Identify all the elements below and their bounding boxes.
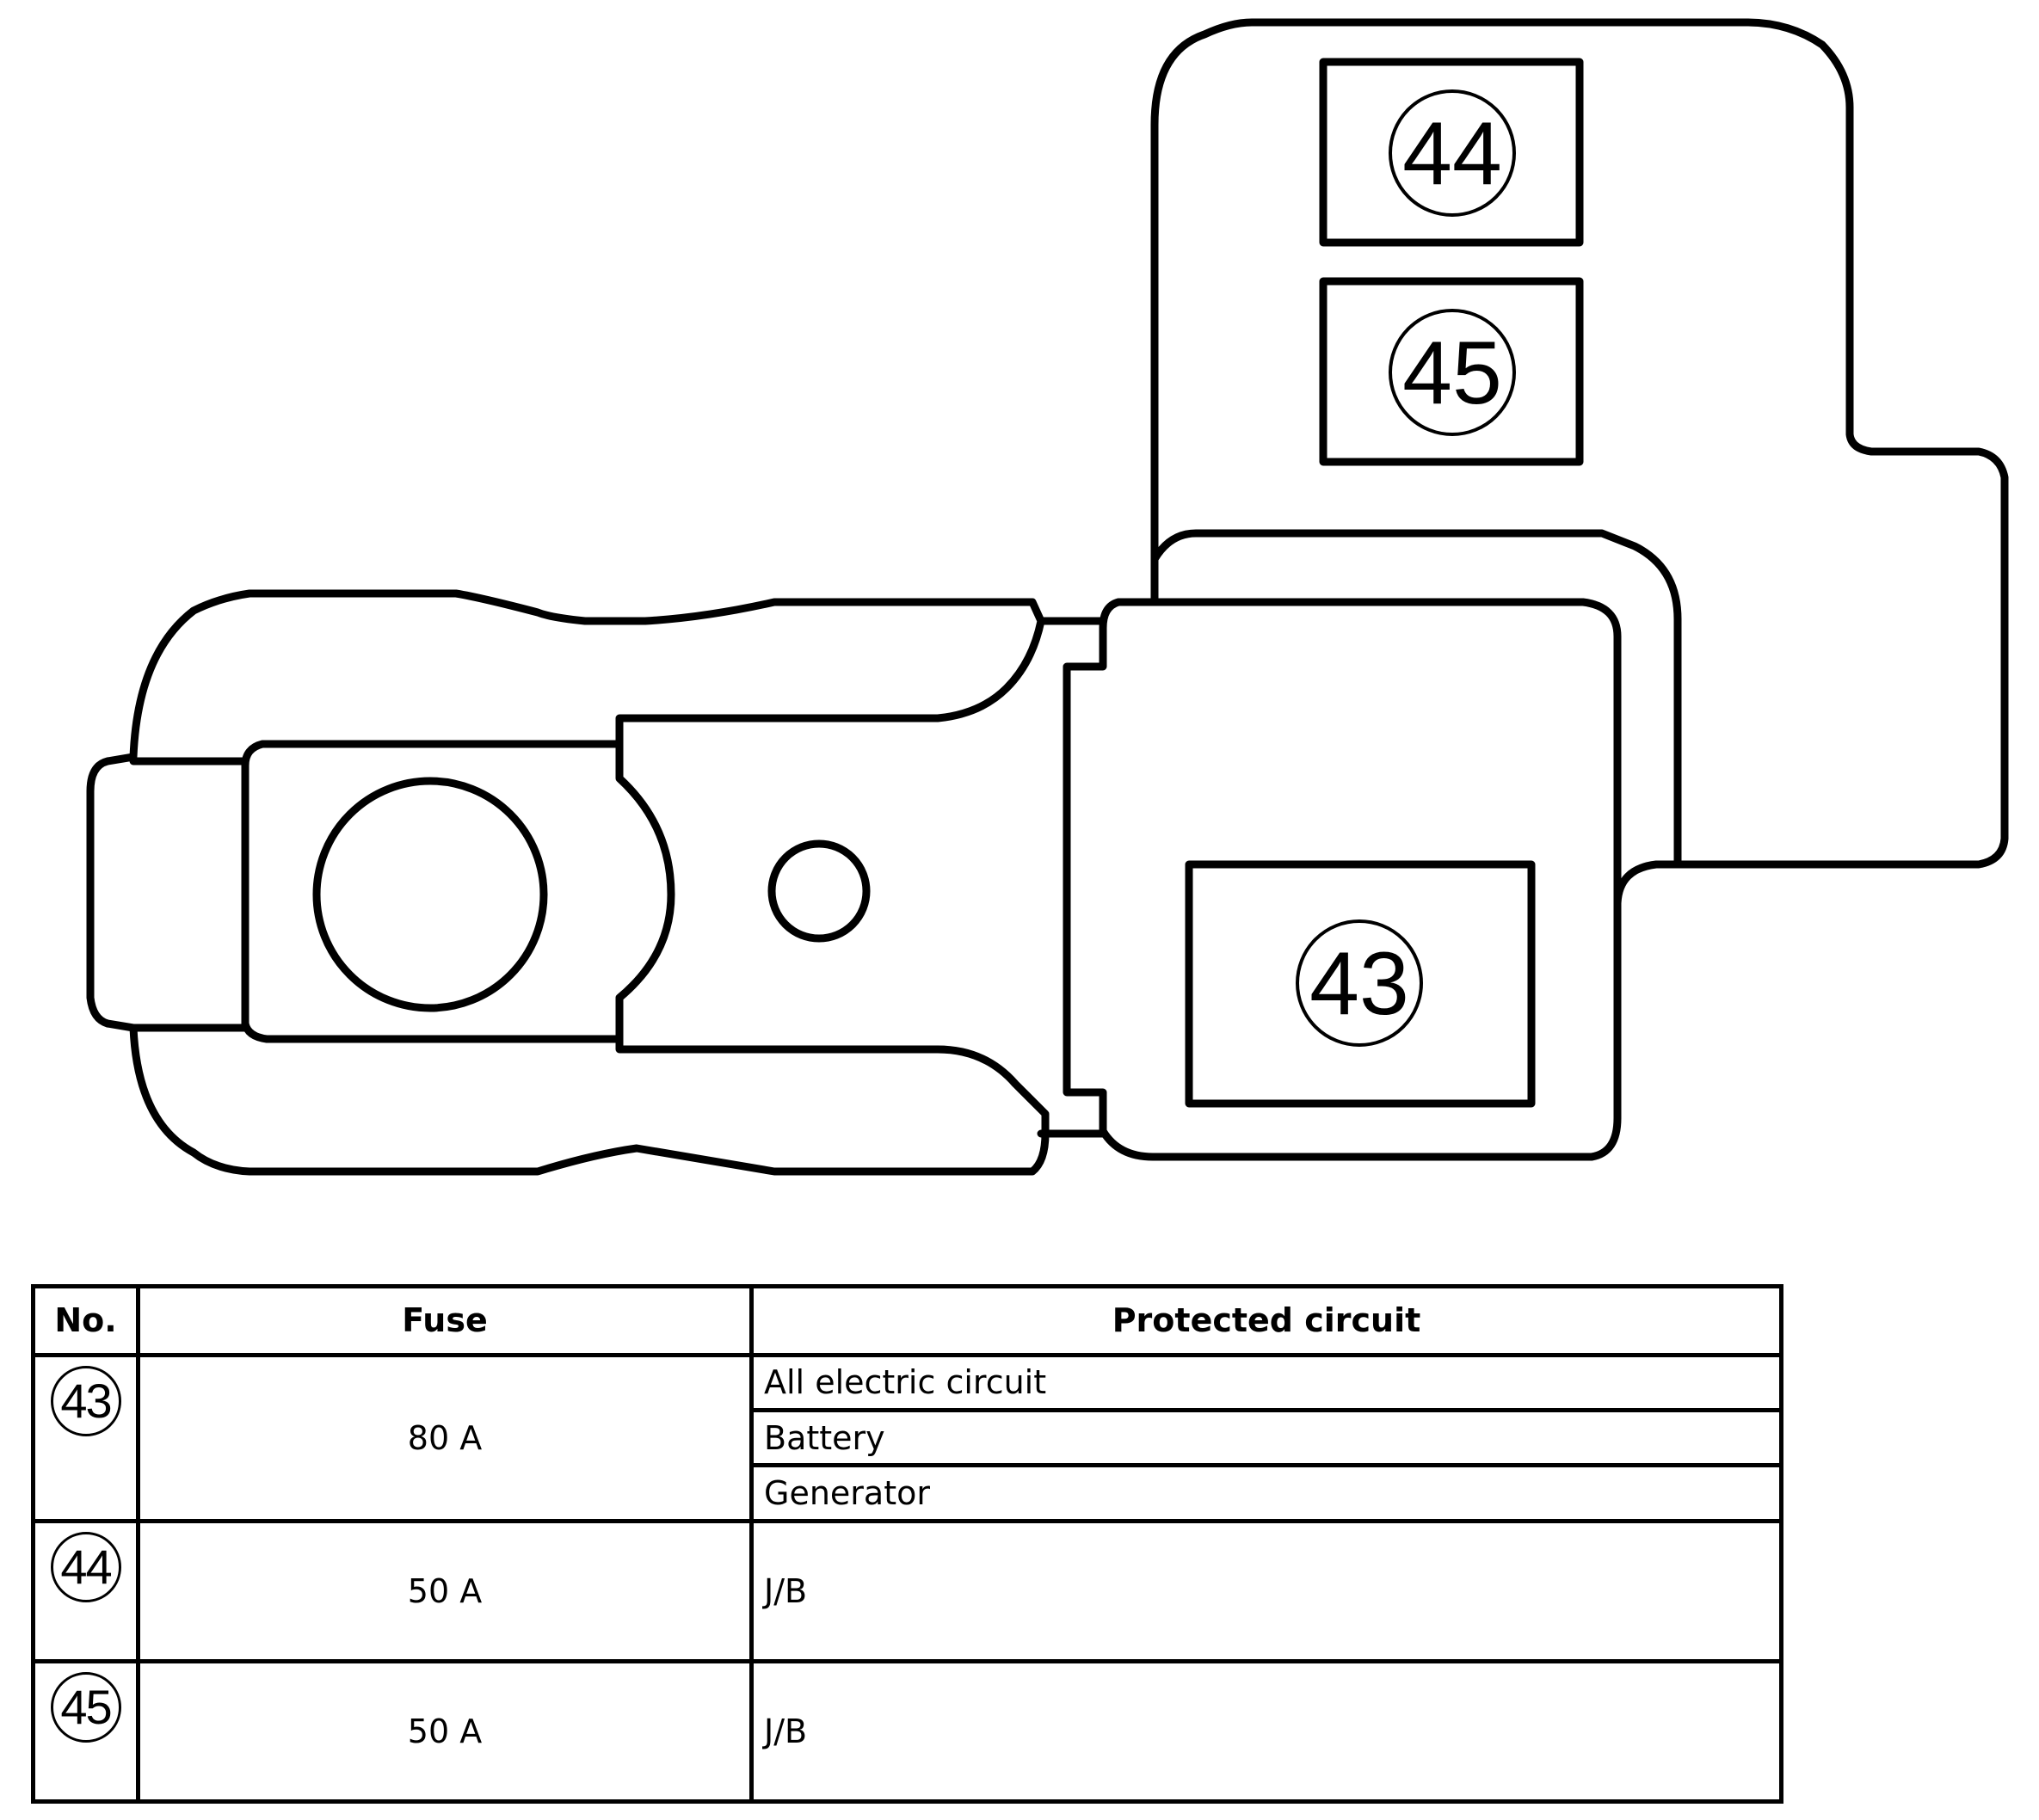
fuse-44-label: 44 xyxy=(1402,104,1502,204)
row-no-44: 44 xyxy=(50,1531,121,1602)
fuse-table: No. Fuse Protected circuit 43 80 A All e… xyxy=(31,1284,1783,1805)
table-row: 43 80 A All electric circuit xyxy=(31,1352,1783,1523)
row-no-cell: 43 xyxy=(31,1352,140,1523)
upper-housing-outline xyxy=(1150,18,2009,869)
terminal-ring xyxy=(241,740,624,1043)
table-subrow: Battery xyxy=(34,1407,1783,1468)
bolt-hole-large xyxy=(312,777,548,1012)
upper-housing-step xyxy=(1150,529,1682,869)
fuse-slot-45 xyxy=(1319,277,1584,466)
row-circuit-44: J/B xyxy=(749,1518,1783,1663)
row-fuse-45: 50 A xyxy=(136,1658,754,1805)
table-row: 45 50 A J/B xyxy=(31,1658,1783,1805)
row-circuit-45: J/B xyxy=(749,1658,1783,1805)
fuse-slot-43 xyxy=(1185,860,1536,1108)
main-body-inner-edge xyxy=(1150,598,1622,907)
fuse-45-label: 45 xyxy=(1402,323,1502,423)
row-no-cell: 44 xyxy=(31,1518,140,1663)
header-fuse: Fuse xyxy=(136,1284,754,1357)
bolt-hole-small xyxy=(767,839,871,943)
header-circuit: Protected circuit xyxy=(749,1284,1783,1357)
row-no-45: 45 xyxy=(50,1671,121,1743)
header-no: No. xyxy=(31,1284,140,1357)
fuse-slot-44 xyxy=(1319,58,1584,247)
row-circuit-43-2: Battery xyxy=(749,1407,1783,1468)
row-no-43: 43 xyxy=(50,1365,121,1436)
row-no-cell: 45 xyxy=(31,1658,140,1805)
main-body-outline xyxy=(1063,598,1682,1161)
row-fuse-43: 80 A xyxy=(136,1352,754,1523)
terminal-outline xyxy=(86,589,1107,1176)
terminal-inner-plate xyxy=(129,757,249,1032)
fuse-45-circle xyxy=(1389,309,1516,436)
table-header-row: No. Fuse Protected circuit xyxy=(31,1284,1783,1357)
row-circuit-43-1: All electric circuit xyxy=(749,1352,1783,1412)
fuse-43-label: 43 xyxy=(1309,934,1409,1034)
table-row: 44 50 A J/B xyxy=(31,1518,1783,1663)
fuse-44-circle xyxy=(1389,89,1516,217)
row-circuit-43-3: Generator xyxy=(749,1463,1783,1523)
row-fuse-44: 50 A xyxy=(136,1518,754,1663)
fuse-43-circle xyxy=(1296,919,1423,1047)
table-subrow: Generator xyxy=(34,1463,1783,1523)
fusible-link-block-diagram: 44 45 43 xyxy=(86,18,2009,1176)
